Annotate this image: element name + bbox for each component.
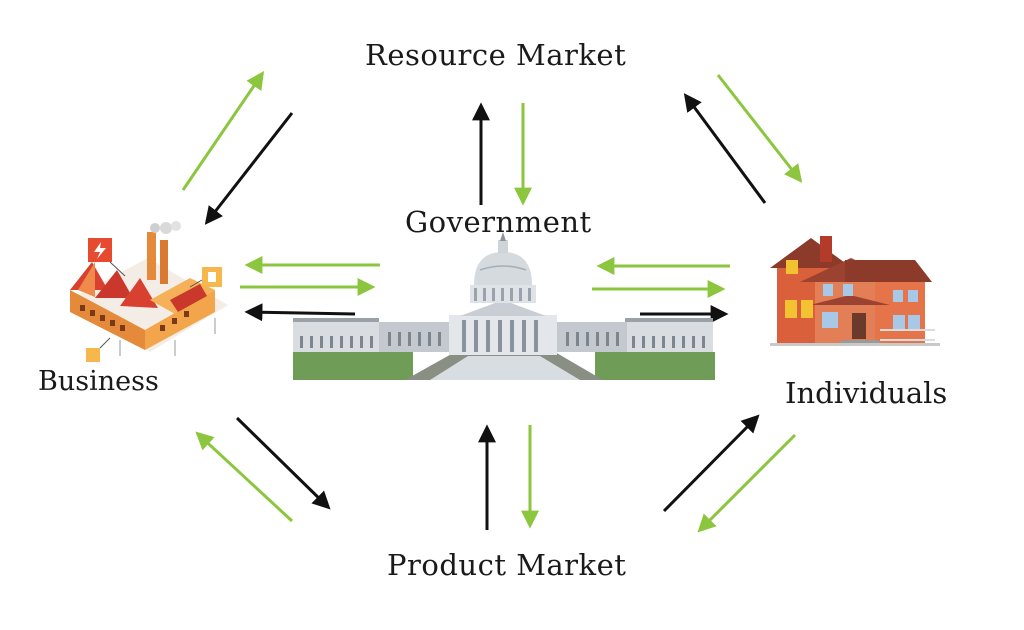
individuals-label: Individuals [785,376,948,410]
arrow-product-to-individuals-black [662,414,760,513]
arrow-resource-to-individuals-green [716,74,803,183]
arrow-individuals-to-product-green [697,433,797,533]
business-label: Business [38,366,159,397]
flow-arrows [181,71,803,533]
arrow-business-to-resource-green [181,71,265,191]
arrow-resource-to-business-black [204,112,294,225]
factory-icon [68,221,228,362]
arrow-product-to-business-green [195,431,294,523]
arrow-business-to-product-black [235,416,331,510]
house-icon [770,236,940,346]
arrow-individuals-to-resource-black [683,93,767,204]
government-label: Government [405,205,592,239]
capitol-building-icon [293,232,715,380]
resource-market-label: Resource Market [365,38,627,72]
arrow-gov-to-business-black [244,303,356,322]
product-market-label: Product Market [387,548,627,582]
